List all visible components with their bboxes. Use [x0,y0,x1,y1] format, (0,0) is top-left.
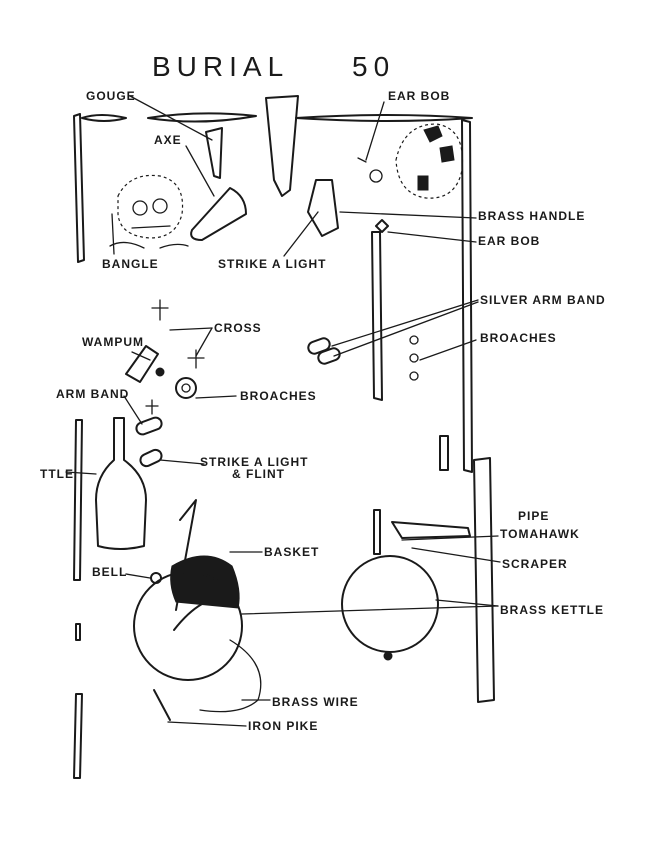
post-right [461,119,473,473]
stake-kettle [175,499,197,611]
log-top-left [81,114,127,122]
label-wampum: WAMPUM [82,335,144,349]
label-broaches-left: BROACHES [240,389,317,403]
label-arm-band: ARM BAND [56,387,129,401]
label-tomahawk: TOMAHAWK [500,527,580,541]
label-bell: BELL [92,565,127,579]
stake-top [265,95,299,197]
brass-kettle-right-artifact [341,555,439,653]
label-ear-bob-right: EAR BOB [478,234,540,248]
label-strike-a-light-flint-2: & FLINT [232,467,285,481]
axe-artifact [190,187,247,241]
label-brass-wire: BRASS WIRE [272,695,359,709]
label-iron-pike: IRON PIKE [248,719,318,733]
burial-number: 50 [352,51,395,82]
label-axe: AXE [154,133,182,147]
kettle-left-artifact [133,571,243,681]
basket-artifact [170,555,240,609]
label-basket: BASKET [264,545,319,559]
silver-arm-band-artifact [307,337,341,365]
bangle-artifact-2 [159,243,189,249]
label-strike-a-light-flint-1: STRIKE A LIGHT [200,455,308,469]
gouge-artifact [205,127,223,179]
stake-small-center [373,509,381,555]
kettle-left-handle [173,603,203,631]
label-brass-kettle: BRASS KETTLE [500,603,604,617]
brass-kettle-lug [383,651,393,661]
log-top-right [295,114,473,122]
post-left-top [73,113,85,263]
post-left-middle [73,419,83,581]
label-cross: CROSS [214,321,262,335]
ear-bob-stem [357,157,367,163]
log-right-bottom [473,457,495,703]
label-strike-a-light: STRIKE A LIGHT [218,257,326,271]
broaches-right-artifact [409,335,419,381]
log-top-middle [147,112,257,123]
pipe-tomahawk-artifact [391,521,471,539]
post-center [371,231,383,401]
label-broaches-right: BROACHES [480,331,557,345]
cross-artifacts [145,299,205,415]
leader-lines [65,95,501,727]
label-bangle: BANGLE [102,257,159,271]
skull-left [117,174,184,239]
iron-pike-artifact [153,689,171,721]
brass-handle-artifact [307,179,339,237]
bangle-artifact [109,241,145,249]
strike-a-light-flint-artifact [139,448,163,468]
stake-small-right [439,435,449,471]
label-ear-bob-top: EAR BOB [388,89,450,103]
skull-right [395,123,464,199]
label-pipe: PIPE [518,509,549,523]
bottle-artifact [95,417,147,550]
label-gouge: GOUGE [86,89,136,103]
label-silver-arm-band: SILVER ARM BAND [480,293,606,307]
wampum-artifact [125,345,165,383]
ear-bob-right-artifact [375,219,389,233]
label-brass-handle: BRASS HANDLE [478,209,585,223]
broaches-left-artifact [175,377,197,399]
ear-bob-artifact [369,169,383,183]
post-left-fragment [75,623,81,641]
label-bottle-partial: TTLE [40,467,74,481]
grave-posts [73,95,495,779]
post-left-bottom [73,693,83,779]
diagram-title: BURIAL [152,51,289,82]
arm-band-artifact [135,416,163,436]
label-scraper: SCRAPER [502,557,568,571]
